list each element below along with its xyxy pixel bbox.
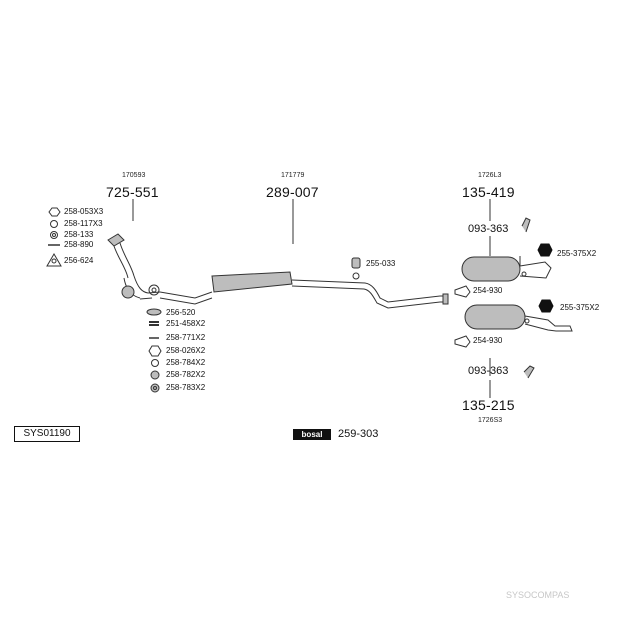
rear-silencer-b-number: 135-215	[462, 397, 515, 413]
fitting-label: 258-890	[64, 240, 94, 249]
triangle-gasket-hole-icon	[51, 258, 57, 264]
system-id-box: SYS01190	[14, 426, 80, 442]
clamp-gasket-part	[148, 284, 160, 296]
gasket-a-part	[454, 285, 471, 298]
rear-silencer-b-ref: 1726S3	[478, 417, 503, 424]
kit-icons	[146, 308, 162, 393]
fitting-label: 093-363	[468, 365, 509, 377]
hanger-b-part	[523, 365, 535, 379]
rear-silencer-a-number: 135-419	[462, 184, 515, 200]
hex-nut-icon	[48, 207, 61, 217]
fitting-label: 255-375X2	[557, 249, 597, 258]
kit-item-label: 251-458X2	[166, 319, 206, 328]
kit-item-label: 256-520	[166, 308, 196, 317]
triangle-gasket-icon	[46, 253, 62, 267]
kit-item-label: 258-782X2	[166, 370, 206, 379]
fitting-label: 254-930	[473, 286, 503, 295]
nut-b-part	[538, 299, 554, 313]
middle-silencer-part	[159, 271, 449, 309]
washer-icon	[50, 220, 58, 228]
front-pipe-ref: 170593	[122, 172, 146, 179]
nut-a-part	[537, 243, 553, 257]
kit-item-label: 258-783X2	[166, 383, 206, 392]
rear-silencer-a-ref: 1726L3	[478, 172, 502, 179]
rear-silencer-a-part	[461, 256, 552, 282]
front-pipe-number: 725-551	[106, 184, 159, 200]
kit-item-label: 258-771X2	[166, 333, 206, 342]
rubber-hanger-part	[351, 257, 361, 280]
fitting-label: 258-133	[64, 230, 94, 239]
hanger-a-part	[521, 217, 531, 233]
kit-item-label: 258-784X2	[166, 358, 206, 367]
middle-silencer-number: 289-007	[266, 184, 319, 200]
fitting-label: 258-117X3	[64, 219, 103, 228]
gasket-ring-inner-icon	[52, 233, 56, 237]
gasket-ring-icon	[50, 231, 58, 239]
fitting-label: 255-033	[366, 259, 396, 268]
fitting-label: 093-363	[468, 223, 509, 235]
fitting-label: 258-053X3	[64, 207, 104, 216]
rear-silencer-b-part	[464, 304, 573, 332]
gasket-b-part	[454, 335, 471, 348]
bosal-logo: bosal	[293, 429, 331, 440]
front-pipe-part	[107, 233, 161, 300]
middle-silencer-ref: 171779	[281, 172, 305, 179]
kit-item-label: 258-026X2	[166, 346, 206, 355]
brand-part-number: 259-303	[338, 428, 379, 440]
watermark-text: SYSOCOMPAS	[506, 590, 570, 600]
fitting-label: 254-930	[473, 336, 503, 345]
fitting-label: 256-624	[64, 256, 94, 265]
fitting-label: 255-375X2	[560, 303, 600, 312]
